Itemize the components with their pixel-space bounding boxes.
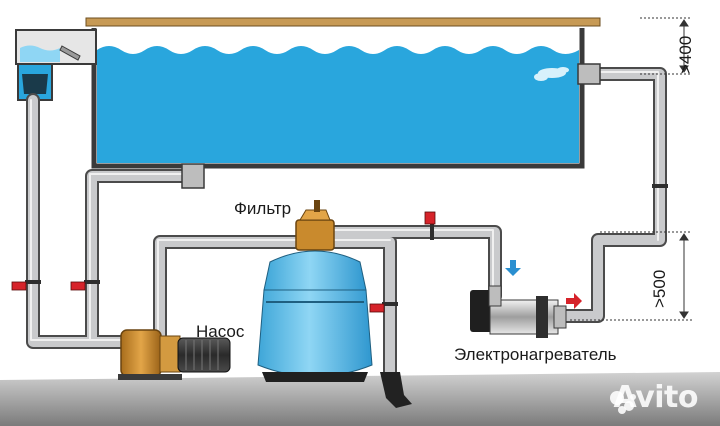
pump-label: Насос xyxy=(196,322,245,341)
water-jet xyxy=(534,67,569,81)
main-drain-fitting xyxy=(181,163,205,189)
avito-logo-icon xyxy=(610,391,636,414)
dimension-bottom-label: >500 xyxy=(650,269,669,308)
electric-heater xyxy=(470,285,567,338)
skimmer xyxy=(15,29,97,101)
pool-deck xyxy=(85,17,601,27)
pool-wall xyxy=(91,28,585,169)
return-nozzle xyxy=(577,63,601,85)
dimension-top-label: >400 xyxy=(676,35,695,74)
dimension-lines xyxy=(570,17,692,321)
arrow-down-icon xyxy=(505,260,521,276)
ground xyxy=(0,372,720,426)
pool-water xyxy=(97,46,579,163)
watermark-text: Avito xyxy=(613,380,699,415)
drain-outlet xyxy=(380,372,412,408)
valve-handle-icon xyxy=(11,211,436,313)
pump xyxy=(118,329,231,380)
heater-label: Электронагреватель xyxy=(454,345,617,364)
arrow-right-icon xyxy=(566,293,582,309)
pipe-joints xyxy=(25,184,668,306)
sand-filter xyxy=(257,200,373,382)
filter-label: Фильтр xyxy=(234,199,292,218)
